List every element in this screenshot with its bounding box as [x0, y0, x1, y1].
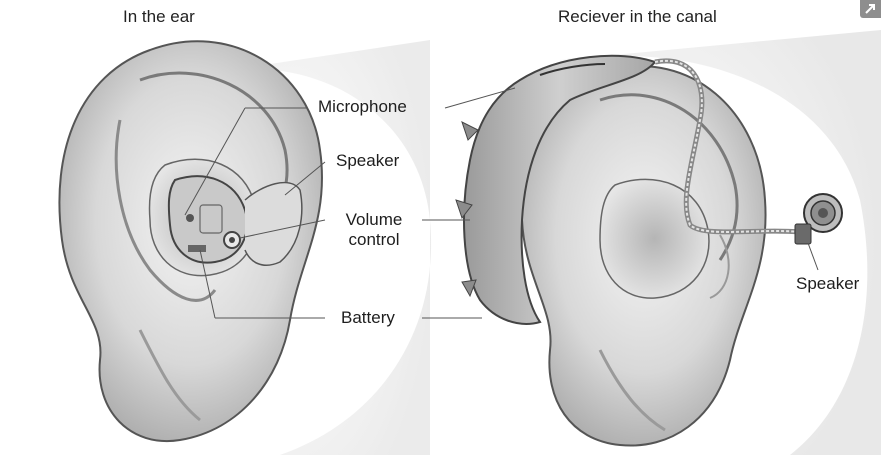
label-microphone: Microphone: [318, 97, 407, 116]
right-lobe: [598, 349, 666, 432]
label-volume-line1: Volume: [345, 210, 403, 229]
right-concha-bowl: [599, 178, 710, 299]
left-volume-dial-center: [229, 237, 235, 243]
leader-speaker: [284, 161, 326, 196]
receiver-wire-inner: [654, 59, 801, 233]
label-volume-line2: control: [348, 230, 400, 249]
leader-microphone: [184, 107, 246, 216]
right-speaker-housing: [794, 223, 812, 245]
left-microphone-port: [186, 214, 194, 222]
expand-arrow-icon: [865, 4, 875, 14]
label-volume-control: Volume control: [334, 210, 414, 250]
right-ear: [422, 30, 881, 455]
leader-volume: [239, 219, 326, 239]
left-lobe: [138, 329, 201, 422]
title-in-the-ear: In the ear: [123, 7, 195, 26]
right-head-skin: [560, 30, 881, 455]
leader-microphone-right: [444, 87, 516, 109]
left-battery-door: [199, 204, 223, 234]
expand-button[interactable]: [860, 0, 881, 18]
bte-device-body: [463, 54, 657, 325]
receiver-wire-loop: [709, 234, 730, 299]
left-battery-clip: [188, 245, 206, 252]
bte-microphone-slot: [539, 63, 606, 76]
label-speaker-left: Speaker: [336, 151, 400, 170]
leader-speaker-right: [807, 242, 819, 271]
left-ear: [58, 40, 432, 455]
left-antihelix: [114, 119, 217, 302]
leader-battery-a: [199, 249, 216, 319]
title-receiver-in-canal: Reciever in the canal: [558, 7, 717, 26]
right-speaker-dome-core: [818, 208, 828, 218]
left-head-skin: [230, 40, 432, 455]
bte-ridge-3: [461, 279, 477, 298]
right-helix-fold: [599, 93, 739, 261]
bte-ridge-2: [455, 199, 473, 220]
label-battery: Battery: [341, 308, 395, 327]
bte-ridge-1: [461, 121, 479, 141]
label-speaker-right: Speaker: [796, 274, 860, 293]
